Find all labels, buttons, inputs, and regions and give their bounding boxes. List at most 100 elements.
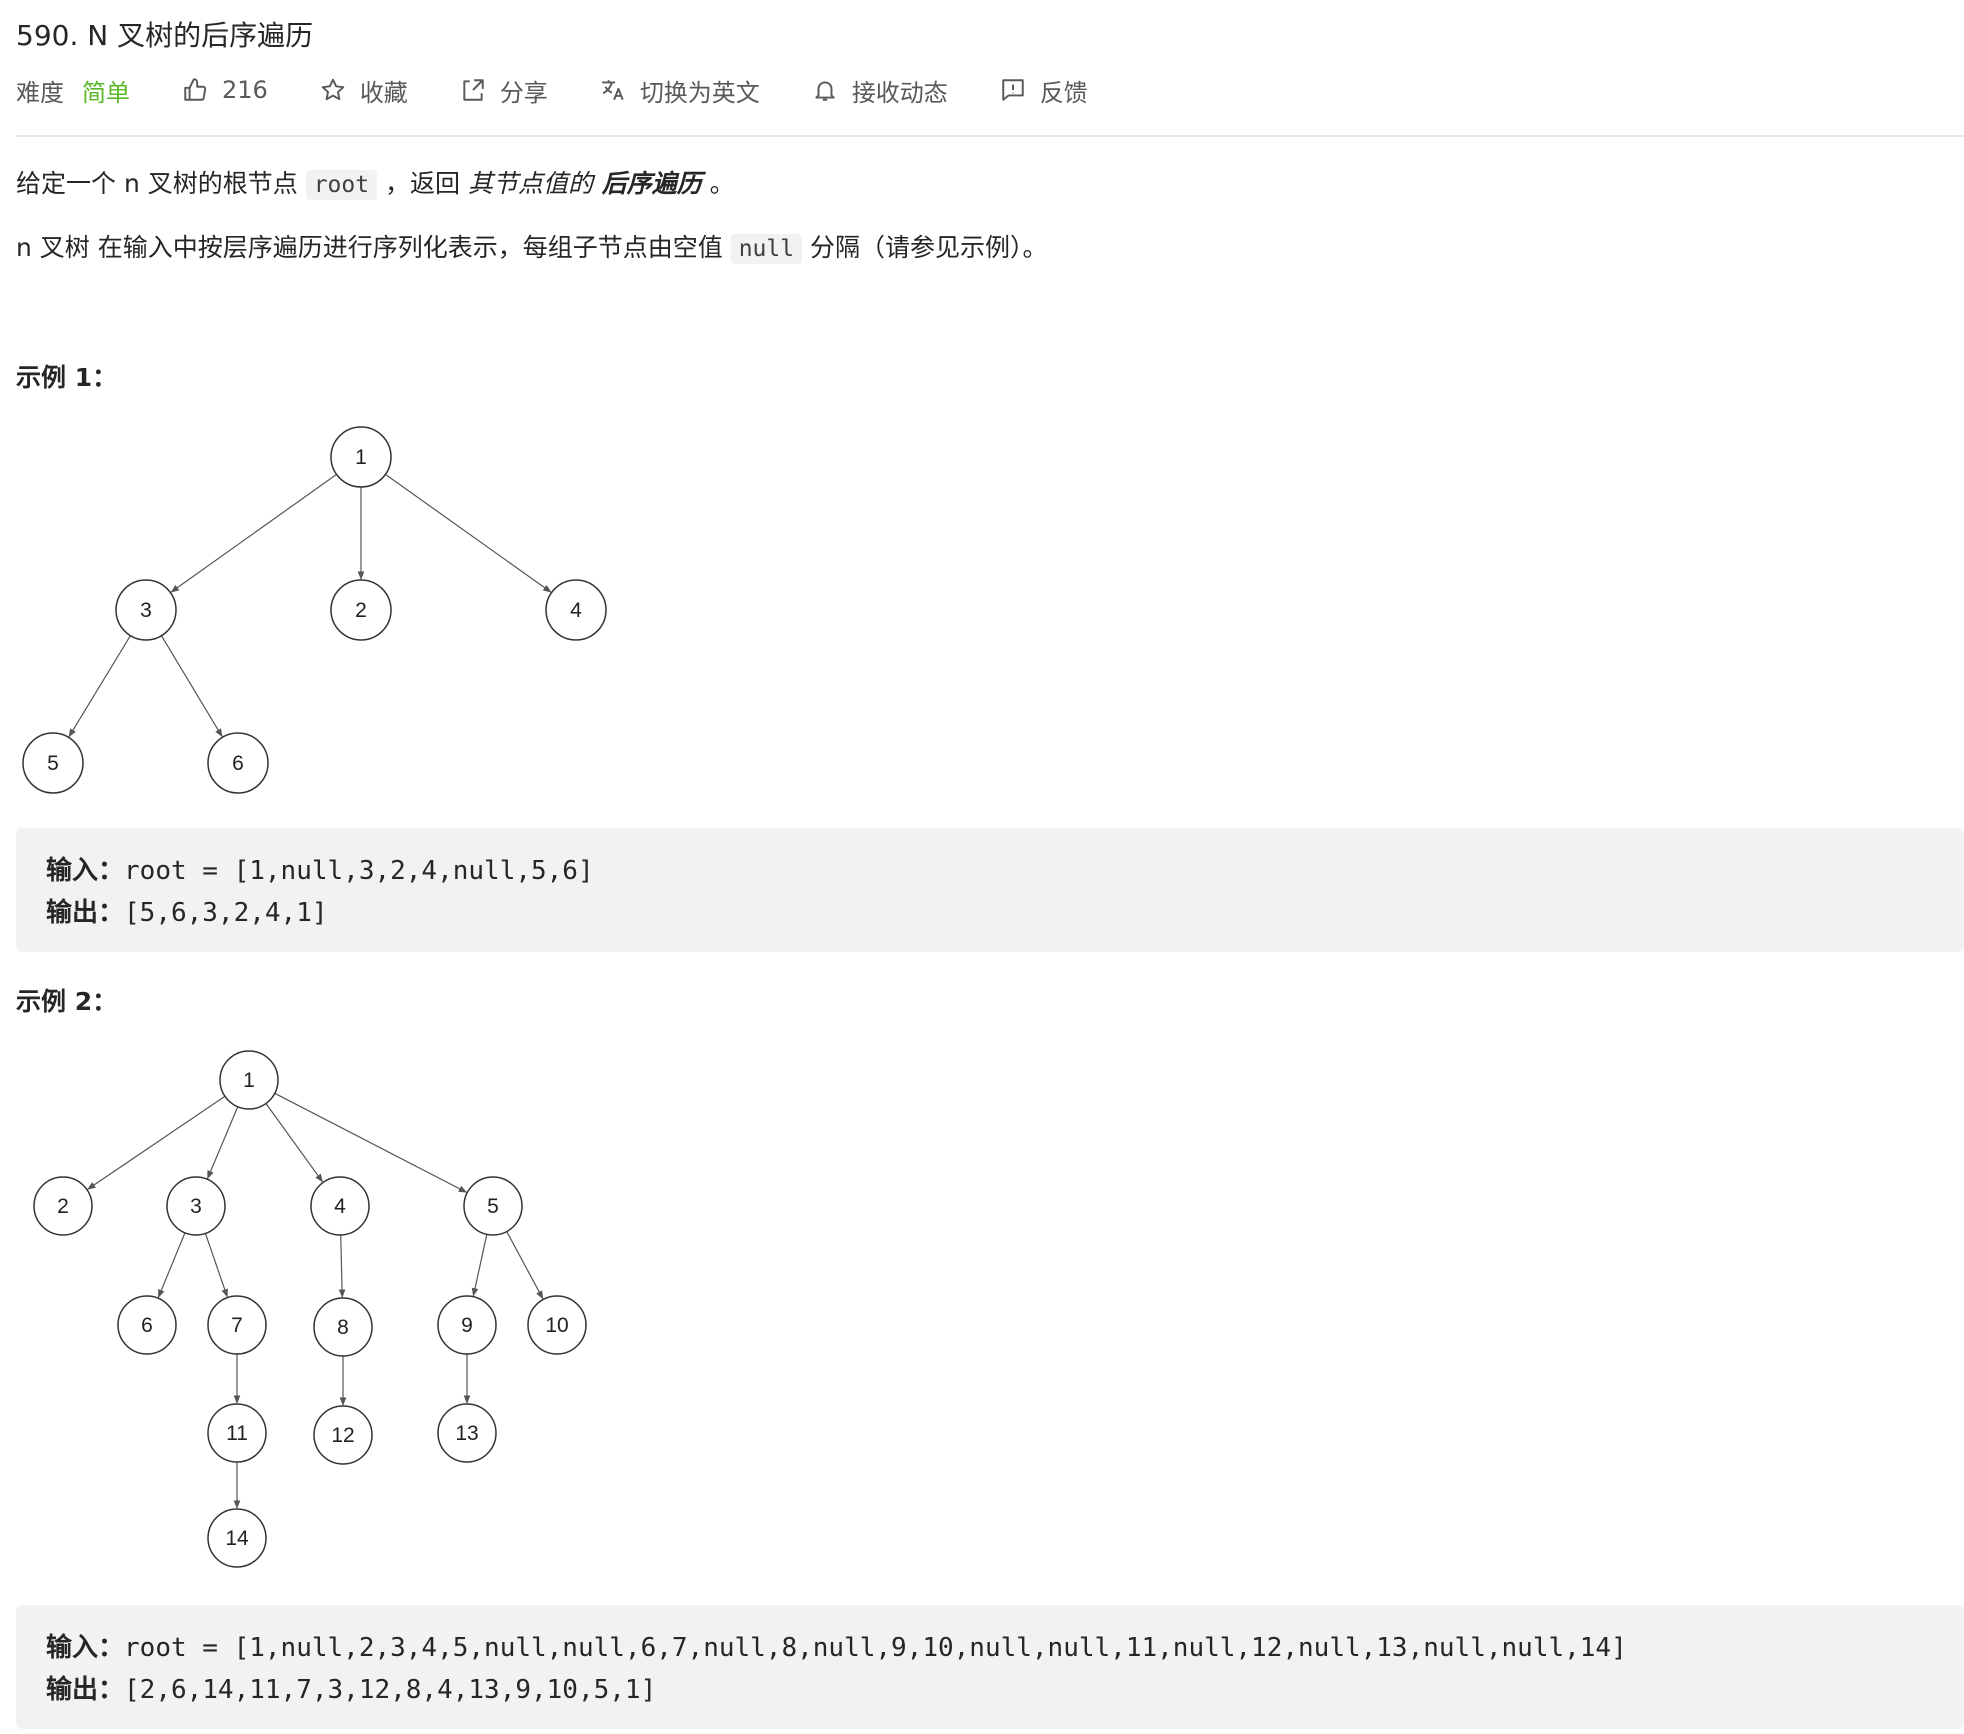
tree-node-label: 2 bbox=[57, 1195, 69, 1218]
tree-node-2: 2 bbox=[330, 579, 392, 641]
tree-node-circle bbox=[545, 579, 607, 641]
problem-title: 590. N 叉树的后序遍历 bbox=[16, 19, 314, 52]
switch-language-label: 切换为英文 bbox=[639, 78, 760, 107]
tree-node-circle bbox=[437, 1403, 497, 1463]
tree-node-label: 9 bbox=[461, 1314, 473, 1337]
share-button[interactable]: 分享 bbox=[460, 73, 548, 108]
tree-node-3: 3 bbox=[166, 1176, 226, 1236]
tree-node-circle bbox=[207, 732, 269, 794]
output-label: 输出： bbox=[46, 1675, 125, 1705]
tree-node-11: 11 bbox=[207, 1403, 267, 1463]
tree-node-9: 9 bbox=[437, 1295, 497, 1355]
subscribe-button[interactable]: 接收动态 bbox=[812, 73, 948, 108]
feedback-label: 反馈 bbox=[1039, 78, 1088, 107]
tree-node-label: 12 bbox=[331, 1424, 354, 1447]
tree-node-4: 4 bbox=[545, 579, 607, 641]
tree-node-label: 6 bbox=[232, 752, 244, 775]
inline-code-null: null bbox=[730, 234, 803, 264]
tree-node-label: 13 bbox=[455, 1422, 478, 1445]
tree-edge-3-5 bbox=[68, 635, 131, 738]
feedback-button[interactable]: 反馈 bbox=[1000, 73, 1088, 108]
tree-node-label: 5 bbox=[47, 752, 59, 775]
tree-node-circle bbox=[117, 1295, 177, 1355]
like-count: 216 bbox=[222, 76, 268, 104]
description-paragraph-1: 给定一个 n 叉树的根节点 root ，返回 其节点值的 后序遍历 。 bbox=[16, 164, 735, 200]
desc-text: 给定一个 n 叉树的根节点 bbox=[16, 169, 306, 198]
tree-node-6: 6 bbox=[117, 1295, 177, 1355]
difficulty-badge: 简单 bbox=[82, 78, 130, 107]
description-paragraph-2: n 叉树 在输入中按层序遍历进行序列化表示，每组子节点由空值 null 分隔（请… bbox=[16, 228, 1048, 264]
tree-node-14: 14 bbox=[207, 1508, 267, 1568]
tree-edge-3-6 bbox=[160, 635, 223, 738]
output-label: 输出： bbox=[46, 898, 125, 928]
tree-node-label: 4 bbox=[570, 599, 582, 622]
input-label: 输入： bbox=[46, 1633, 125, 1663]
tree-edge-1-2 bbox=[87, 1095, 226, 1190]
tree-node-circle bbox=[207, 1295, 267, 1355]
tree-node-5: 5 bbox=[463, 1176, 523, 1236]
translate-icon bbox=[601, 80, 624, 101]
desc-emphasis: 其节点值的 bbox=[467, 169, 593, 198]
tree-edge-3-7 bbox=[204, 1233, 228, 1298]
desc-strong: 后序遍历 bbox=[593, 169, 702, 198]
example-1-codeblock: 输入：root = [1,null,3,2,4,null,5,6] 输出：[5,… bbox=[16, 828, 1964, 952]
tree-node-8: 8 bbox=[313, 1297, 373, 1357]
example-1-output-line: 输出：[5,6,3,2,4,1] bbox=[46, 892, 328, 929]
tree-node-circle bbox=[330, 579, 392, 641]
example-2-input-line: 输入：root = [1,null,2,3,4,5,null,null,6,7,… bbox=[46, 1627, 1627, 1664]
example-1-input-line: 输入：root = [1,null,3,2,4,null,5,6] bbox=[46, 850, 594, 887]
tree-edge-3-6 bbox=[157, 1232, 186, 1299]
tree-node-label: 3 bbox=[190, 1195, 202, 1218]
problem-toolbar: 难度 简单 216 收藏 分享 切换为英文 bbox=[16, 70, 1140, 110]
tree-edge-5-9 bbox=[471, 1234, 488, 1297]
tree-node-label: 2 bbox=[355, 599, 367, 622]
input-label: 输入： bbox=[46, 856, 125, 886]
example-1-input: root = [1,null,3,2,4,null,5,6] bbox=[124, 856, 594, 886]
tree-edge-1-3 bbox=[207, 1106, 239, 1180]
tree-edge-1-5 bbox=[274, 1092, 468, 1193]
example-1-tree-diagram: 1 3 2 4 5 6 bbox=[22, 426, 607, 794]
desc-text: n 叉树 在输入中按层序遍历进行序列化表示，每组子节点由空值 bbox=[16, 233, 731, 262]
tree-node-circle bbox=[437, 1295, 497, 1355]
tree-node-label: 4 bbox=[334, 1195, 346, 1218]
tree-node-label: 1 bbox=[355, 446, 367, 469]
tree-edge-4-8 bbox=[338, 1234, 346, 1298]
tree-node-13: 13 bbox=[437, 1403, 497, 1463]
desc-text: ，返回 bbox=[377, 169, 468, 198]
desc-text: 分隔（请参见示例）。 bbox=[802, 233, 1048, 262]
tree-node-circle bbox=[313, 1405, 373, 1465]
tree-node-2: 2 bbox=[33, 1176, 93, 1236]
tree-node-label: 14 bbox=[225, 1527, 249, 1550]
tree-node-3: 3 bbox=[115, 579, 177, 641]
example-2-output-line: 输出：[2,6,14,11,7,3,12,8,4,13,9,10,5,1] bbox=[46, 1669, 656, 1706]
tree-node-label: 1 bbox=[243, 1069, 255, 1092]
desc-text: 。 bbox=[701, 169, 735, 198]
bell-icon bbox=[815, 81, 835, 101]
tree-node-circle bbox=[22, 732, 84, 794]
tree-node-circle bbox=[527, 1295, 587, 1355]
example-1-label: 示例 1： bbox=[16, 363, 118, 392]
tree-node-circle bbox=[207, 1403, 267, 1463]
example-2-codeblock: 输入：root = [1,null,2,3,4,5,null,null,6,7,… bbox=[16, 1605, 1964, 1729]
header-divider bbox=[16, 135, 1964, 137]
switch-language-button[interactable]: 切换为英文 bbox=[600, 73, 760, 108]
tree-node-label: 6 bbox=[141, 1314, 153, 1337]
like-button[interactable]: 216 bbox=[182, 76, 268, 104]
tree-node-circle bbox=[33, 1176, 93, 1236]
favorite-button[interactable]: 收藏 bbox=[320, 73, 408, 108]
tree-node-label: 8 bbox=[337, 1316, 349, 1339]
tree-node-circle bbox=[330, 426, 392, 488]
tree-node-label: 10 bbox=[545, 1314, 568, 1337]
tree-node-label: 5 bbox=[487, 1195, 499, 1218]
tree-edge-1-4 bbox=[265, 1103, 323, 1183]
share-icon bbox=[463, 79, 484, 101]
tree-node-circle bbox=[166, 1176, 226, 1236]
example-2-output: [2,6,14,11,7,3,12,8,4,13,9,10,5,1] bbox=[124, 1675, 657, 1705]
tree-node-4: 4 bbox=[310, 1176, 370, 1236]
tree-node-6: 6 bbox=[207, 732, 269, 794]
tree-node-1: 1 bbox=[330, 426, 392, 488]
example-1-output: [5,6,3,2,4,1] bbox=[124, 898, 328, 928]
inline-code-root: root bbox=[305, 170, 378, 200]
tree-node-1: 1 bbox=[219, 1050, 279, 1110]
difficulty-label: 难度 bbox=[16, 78, 64, 107]
